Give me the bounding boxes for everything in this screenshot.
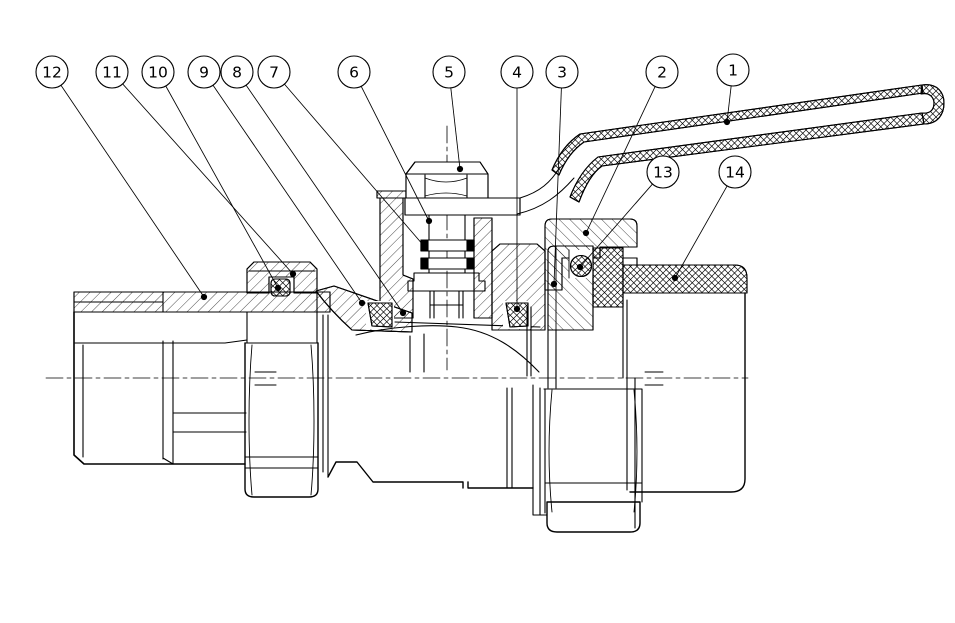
balloon-circle-5 <box>432 55 466 89</box>
balloon-number-11: 11 <box>102 64 122 82</box>
callout-12: 12 <box>35 55 208 301</box>
leader-line-2 <box>585 86 656 234</box>
leader-dot-8 <box>399 309 407 317</box>
valve-body <box>315 190 557 516</box>
callout-6: 6 <box>337 55 433 225</box>
balloon-number-6: 6 <box>349 64 359 82</box>
leader-dot-14 <box>671 274 679 282</box>
callout-9: 9 <box>187 55 366 307</box>
balloon-number-10: 10 <box>148 64 168 82</box>
callout-5: 5 <box>432 55 466 173</box>
leader-dot-10 <box>274 284 282 292</box>
balloon-number-1: 1 <box>728 62 738 80</box>
balloon-circle-3 <box>545 55 579 89</box>
leader-dot-11 <box>289 270 297 278</box>
balloon-number-13: 13 <box>653 164 673 182</box>
callout-14: 14 <box>671 155 752 282</box>
callout-11: 11 <box>95 55 297 278</box>
stem-assembly <box>404 161 521 319</box>
callout-10: 10 <box>141 55 282 292</box>
leader-line-14 <box>674 185 728 279</box>
balloon-number-14: 14 <box>725 164 745 182</box>
balloon-circle-14 <box>718 155 752 189</box>
balloon-number-2: 2 <box>657 64 667 82</box>
leader-dot-9 <box>358 299 366 307</box>
leader-line-9 <box>212 84 363 304</box>
leader-line-10 <box>165 85 279 289</box>
right-adapter <box>547 245 601 331</box>
callout-2: 2 <box>582 55 679 237</box>
leader-line-8 <box>245 84 404 314</box>
left-tailpiece <box>73 291 331 465</box>
balloon-number-8: 8 <box>232 64 242 82</box>
right-socket-fitting <box>592 247 748 529</box>
balloon-number-12: 12 <box>42 64 62 82</box>
leader-line-7 <box>284 83 425 247</box>
balloon-circle-2 <box>645 55 679 89</box>
stem-plate <box>404 197 521 216</box>
callout-13: 13 <box>576 155 680 271</box>
leader-dot-2 <box>582 229 590 237</box>
callout-4: 4 <box>500 55 534 313</box>
balloon-circle-9 <box>187 55 221 89</box>
balloon-circle-4 <box>500 55 534 89</box>
callout-1: 1 <box>716 53 750 126</box>
gland-hex-nut <box>405 161 489 199</box>
fitting-spigot <box>592 247 624 308</box>
leader-line-6 <box>360 86 430 222</box>
leader-dot-3 <box>550 280 558 288</box>
balloon-number-9: 9 <box>199 64 209 82</box>
leader-line-11 <box>122 83 294 275</box>
leader-dot-1 <box>723 118 731 126</box>
balloon-number-5: 5 <box>444 64 454 82</box>
leader-line-12 <box>60 85 205 298</box>
leader-line-13 <box>579 183 653 268</box>
balloon-circle-13 <box>646 155 680 189</box>
right-union-nut-exterior <box>543 388 643 533</box>
callout-8: 8 <box>220 55 407 317</box>
leader-dot-4 <box>513 305 521 313</box>
leader-dot-6 <box>425 217 433 225</box>
callout-7: 7 <box>257 55 428 250</box>
fitting-socket-wall <box>622 264 748 294</box>
leader-line-5 <box>450 87 461 170</box>
balloon-circle-1 <box>716 53 750 87</box>
balloon-circle-12 <box>35 55 69 89</box>
leader-dot-13 <box>576 263 584 271</box>
balloon-circle-10 <box>141 55 175 89</box>
leader-dot-12 <box>200 293 208 301</box>
balloon-circle-11 <box>95 55 129 89</box>
balloon-circle-6 <box>337 55 371 89</box>
balloon-number-4: 4 <box>512 64 522 82</box>
left-union-nut <box>244 261 319 498</box>
leader-line-3 <box>553 87 562 285</box>
handle-lever <box>516 84 945 215</box>
balloon-circle-8 <box>220 55 254 89</box>
leader-line-1 <box>726 85 732 123</box>
callout-3: 3 <box>545 55 579 288</box>
balloon-number-3: 3 <box>557 64 567 82</box>
leader-dot-7 <box>420 242 428 250</box>
leader-dot-5 <box>456 165 464 173</box>
balloon-number-7: 7 <box>269 64 279 82</box>
balloon-circle-7 <box>257 55 291 89</box>
ball <box>355 325 540 373</box>
